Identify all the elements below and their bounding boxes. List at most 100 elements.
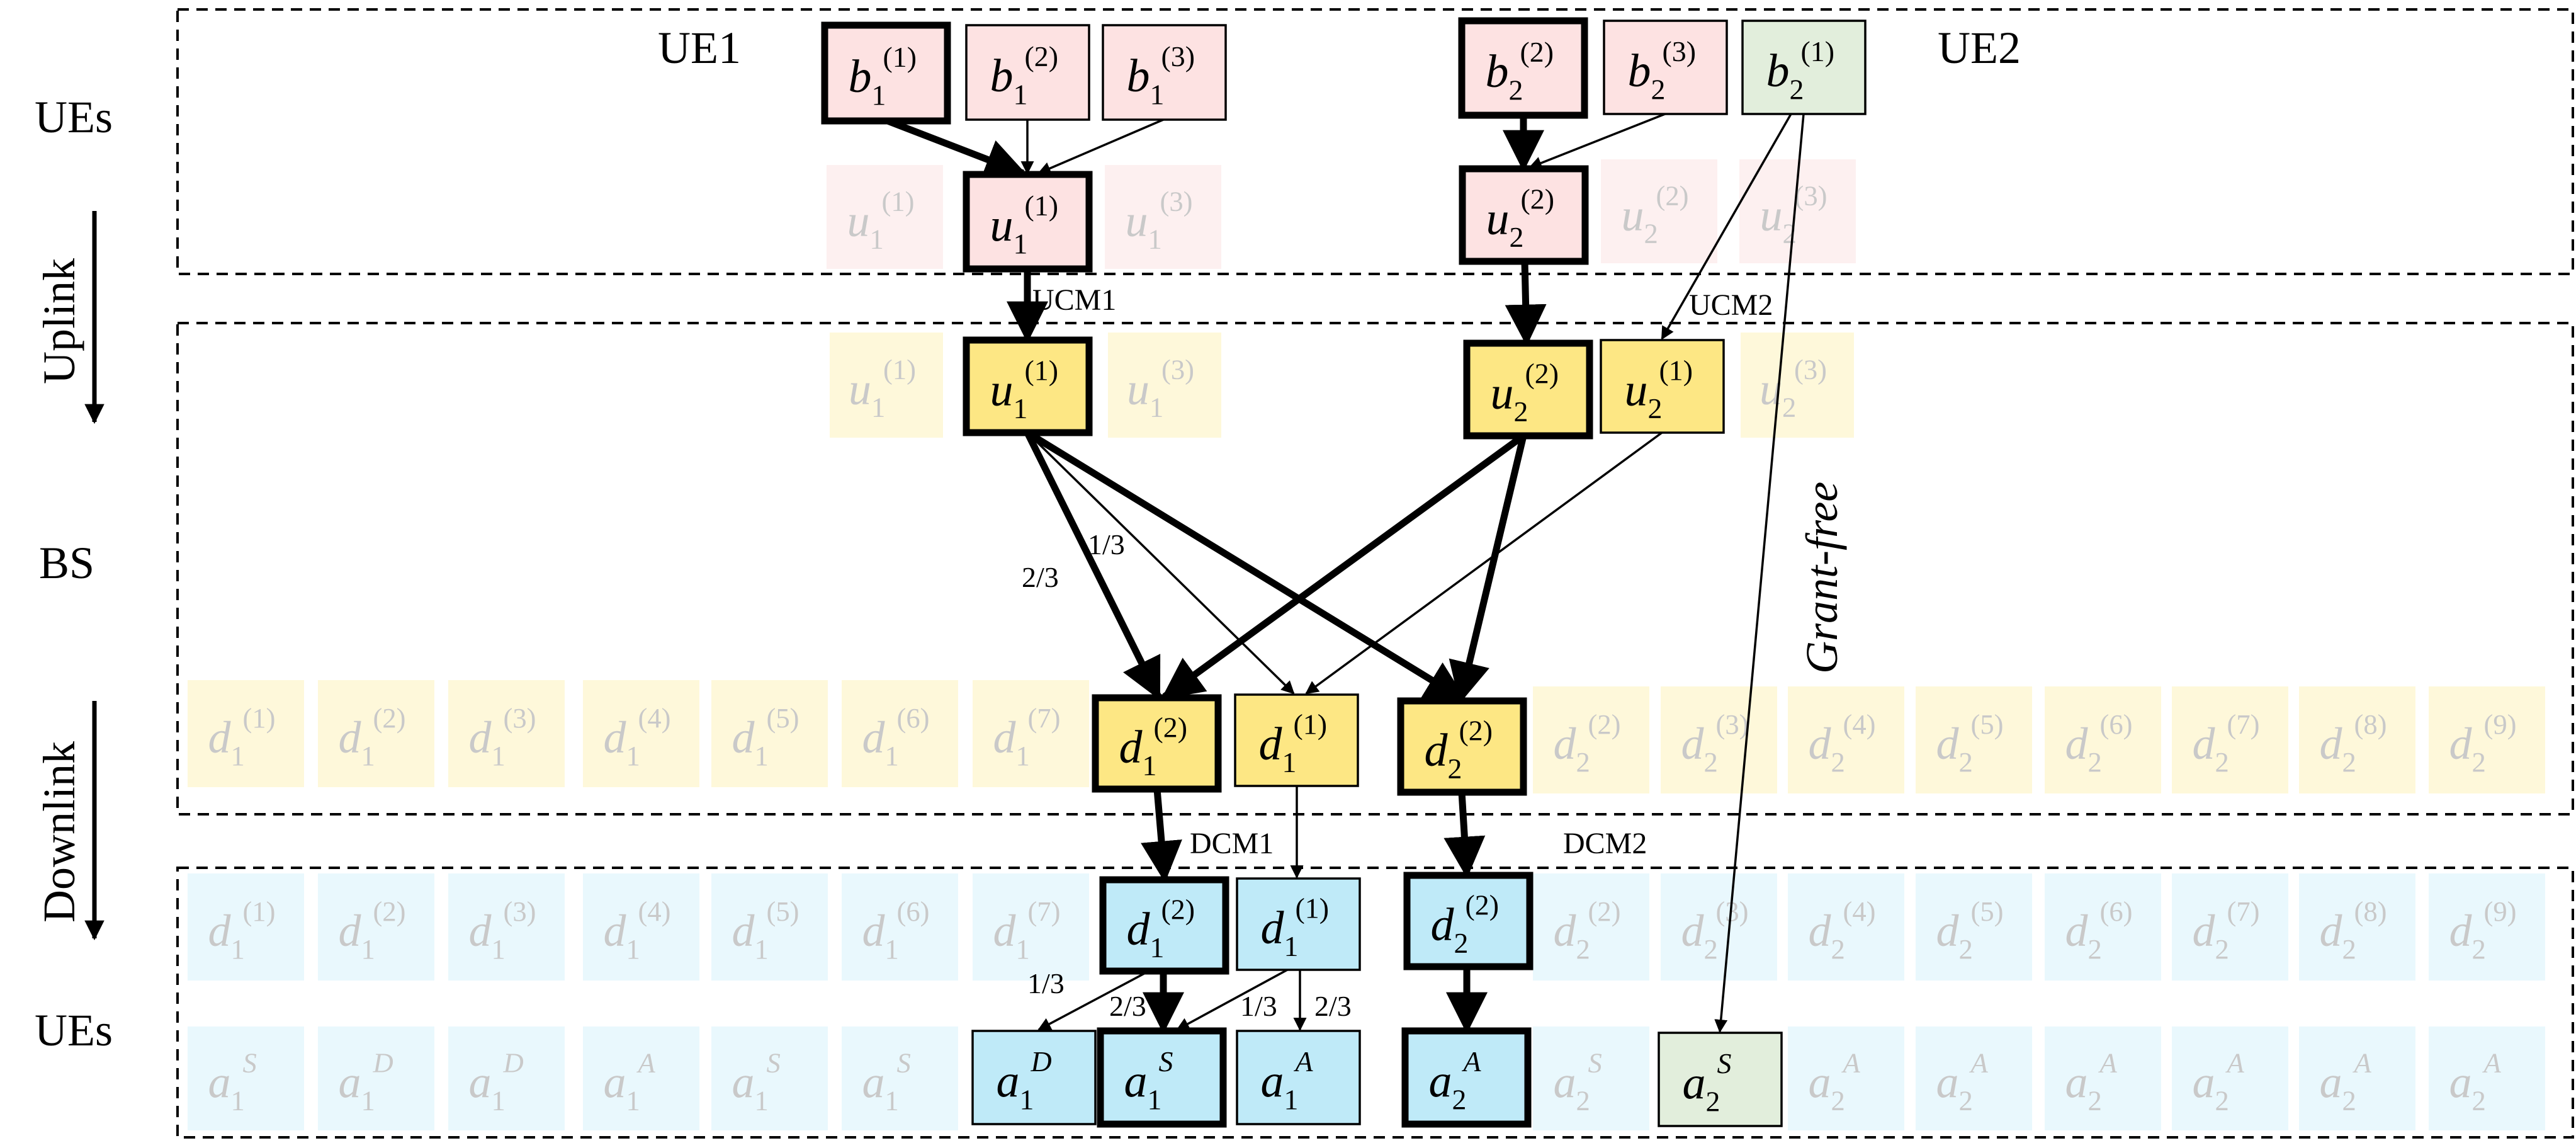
node-math-label: d2: [1431, 899, 1469, 960]
faded-box: [1105, 165, 1221, 269]
faded-box: [318, 873, 434, 981]
node-superscript: (2): [1520, 36, 1554, 68]
node-superscript: (1): [1025, 355, 1059, 387]
node-math-label: b1: [1127, 50, 1165, 111]
faded-box: [1916, 686, 2032, 793]
edge-b13-u11: [1037, 118, 1164, 175]
faded-box: [842, 680, 958, 787]
node-math-label: a1: [862, 1057, 899, 1117]
node-superscript: A: [1294, 1045, 1314, 1078]
node-superscript: (1): [1801, 35, 1835, 67]
faded-box: [448, 873, 565, 981]
faded-u-ue-left-1: u1(1): [827, 165, 943, 269]
node-math-label: d1: [1127, 904, 1165, 964]
faded-box: [1741, 333, 1854, 438]
node-math-label: a2: [2193, 1057, 2229, 1117]
faded-d-bs-left-7: d1(7): [973, 680, 1089, 787]
node-box: [1603, 20, 1728, 115]
node-math-label: u1: [1126, 196, 1162, 255]
node-math-label: d2: [1425, 725, 1462, 785]
faded-d-dl-left-2: d1(2): [318, 873, 434, 981]
node-u1-1-bs: u1(1): [963, 336, 1093, 436]
faded-box: [583, 1026, 699, 1130]
faded-a-left-4: a1A: [583, 1026, 699, 1130]
node-box: [1403, 872, 1534, 970]
edge-u22-u22bs: [1505, 261, 1547, 346]
node-math-label: d1: [469, 906, 506, 965]
node-superscript: (6): [897, 702, 930, 734]
node-superscript: (4): [638, 896, 671, 927]
faded-box: [2429, 873, 2545, 981]
edges: [886, 113, 1805, 1034]
edge-b21-u21: [1661, 113, 1792, 340]
node-superscript: (2): [1466, 889, 1500, 921]
faded-box: [1601, 159, 1717, 263]
node-math-label: a2: [2449, 1057, 2486, 1117]
bs-label: BS: [39, 538, 94, 588]
faded-box: [2429, 686, 2545, 793]
node-d1-1-bs: d1(1): [1234, 693, 1359, 787]
node-math-label: a2: [1936, 1057, 1973, 1117]
faded-a-right-1-1: a2S: [1533, 1026, 1649, 1130]
node-b2-1: b2(1): [1741, 20, 1867, 115]
faded-d-dl-left-7: d1(7): [973, 873, 1089, 981]
edge-label-d12-a1D: 1/3: [1027, 967, 1065, 999]
node-superscript: (4): [1843, 896, 1876, 927]
node-superscript: (1): [1294, 708, 1328, 741]
faded-d-bs-right-7: d2(8): [2299, 686, 2415, 793]
node-superscript: D: [1031, 1045, 1052, 1078]
faded-a-left-2: a1D: [318, 1026, 434, 1130]
ucm2-label: UCM2: [1689, 288, 1773, 322]
edge-label-d12-a1S: 2/3: [1109, 990, 1146, 1022]
node-math-label: d1: [1261, 902, 1299, 963]
edge-label-d11-a1A: 2/3: [1314, 990, 1352, 1022]
faded-box: [2299, 873, 2415, 981]
node-superscript: S: [1717, 1047, 1732, 1079]
edge-u22-d22: [1449, 435, 1527, 704]
faded-d-dl-right-4: d2(5): [1916, 873, 2032, 981]
faded-box: [448, 680, 565, 787]
node-math-label: d1: [732, 712, 769, 771]
node-superscript: (7): [2227, 896, 2260, 927]
faded-box: [711, 873, 828, 981]
faded-box: [2172, 1026, 2288, 1130]
faded-d-dl-right-7: d2(8): [2299, 873, 2415, 981]
node-box: [963, 336, 1093, 436]
node-superscript: (3): [1795, 180, 1827, 212]
region-ue-bottom: [176, 867, 2574, 1139]
node-u1-1-ue: u1(1): [963, 171, 1093, 273]
node-math-label: u2: [1486, 193, 1524, 254]
node-math-label: d2: [1936, 906, 1973, 965]
node-b2-2: b2(2): [1458, 17, 1588, 119]
node-math-label: b2: [1486, 46, 1523, 106]
node-math-label: d2: [1809, 719, 1845, 778]
faded-d-bs-left-3: d1(3): [448, 680, 565, 787]
node-math-label: d2: [1936, 719, 1973, 778]
faded-d-bs-right-2: d2(3): [1661, 686, 1777, 793]
node-math-label: u2: [1491, 368, 1528, 428]
node-superscript: A: [636, 1047, 656, 1079]
node-superscript: (3): [1161, 40, 1195, 72]
node-superscript: (9): [2484, 896, 2517, 927]
faded-d-bs-right-4: d2(5): [1916, 686, 2032, 793]
node-superscript: (7): [2227, 708, 2260, 740]
node-math-label: d2: [1554, 719, 1590, 778]
faded-box: [2045, 686, 2161, 793]
faded-a-right-2-5: a2A: [2299, 1026, 2415, 1130]
node-box: [1658, 1032, 1783, 1127]
edge-d12dl-a1D: [1037, 970, 1150, 1031]
edge-d22-d22dl: [1443, 792, 1486, 879]
region-bs: [176, 322, 2574, 816]
faded-box: [711, 680, 828, 787]
node-superscript: (1): [243, 702, 276, 734]
faded-d-dl-left-3: d1(3): [448, 873, 565, 981]
node-superscript: (2): [1656, 180, 1689, 212]
node-superscript: S: [1588, 1047, 1602, 1079]
faded-a-right-2-6: a2A: [2429, 1026, 2545, 1130]
edge-b21-a2S: [1714, 113, 1805, 1033]
faded-box: [583, 680, 699, 787]
faded-box: [973, 873, 1089, 981]
node-superscript: (1): [1659, 355, 1693, 387]
faded-a-left-3: a1D: [448, 1026, 565, 1130]
